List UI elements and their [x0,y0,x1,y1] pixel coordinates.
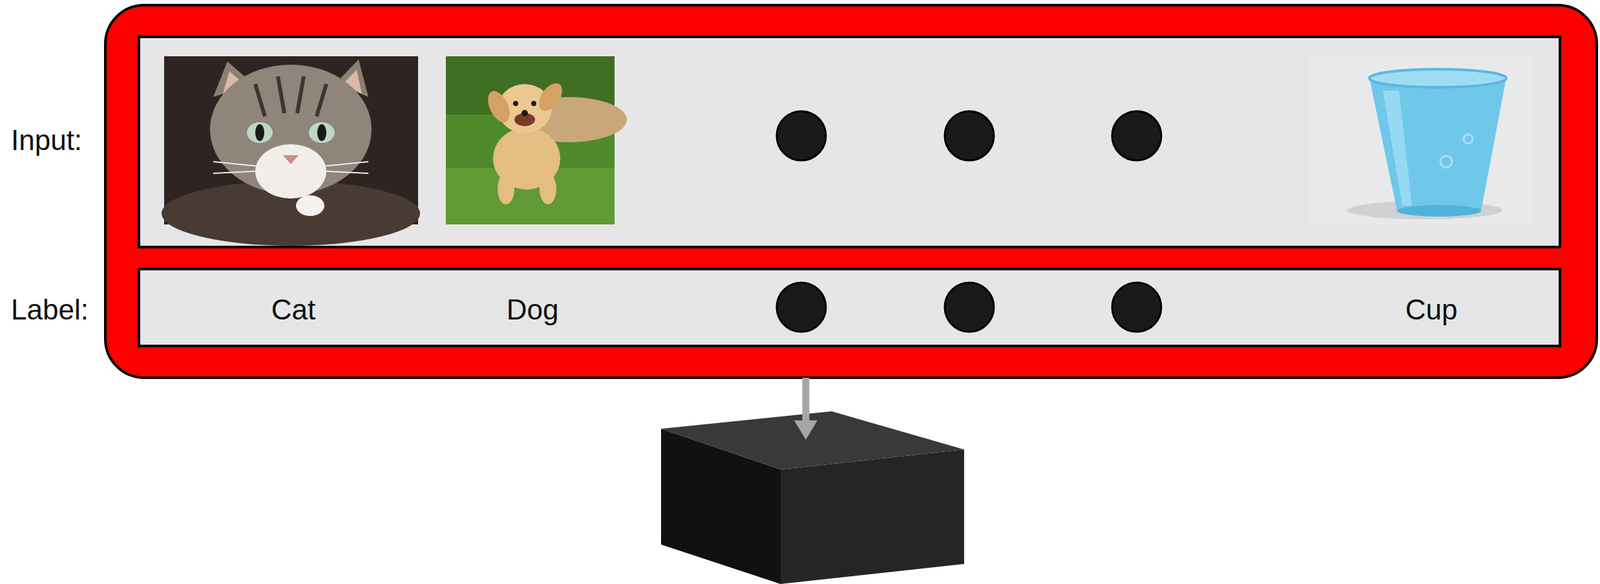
class-label: Cup [1405,293,1458,327]
ellipsis-dots [776,111,1162,332]
cup-photo [1309,56,1533,225]
black-box [661,410,965,584]
label-band-ground [137,267,1562,348]
dataset-container [105,5,1597,378]
down-arrow [794,377,818,440]
cat-photo [161,56,421,246]
class-label: Cat [271,293,316,327]
row-heading: Label: [10,293,89,327]
class-label: Dog [506,293,559,327]
input-band: Input: [137,35,1562,249]
label-band: Label:CatDogCup [137,267,1562,348]
dog-photo [445,56,627,225]
row-heading: Input: [10,124,83,158]
input-band-ground [137,35,1562,249]
